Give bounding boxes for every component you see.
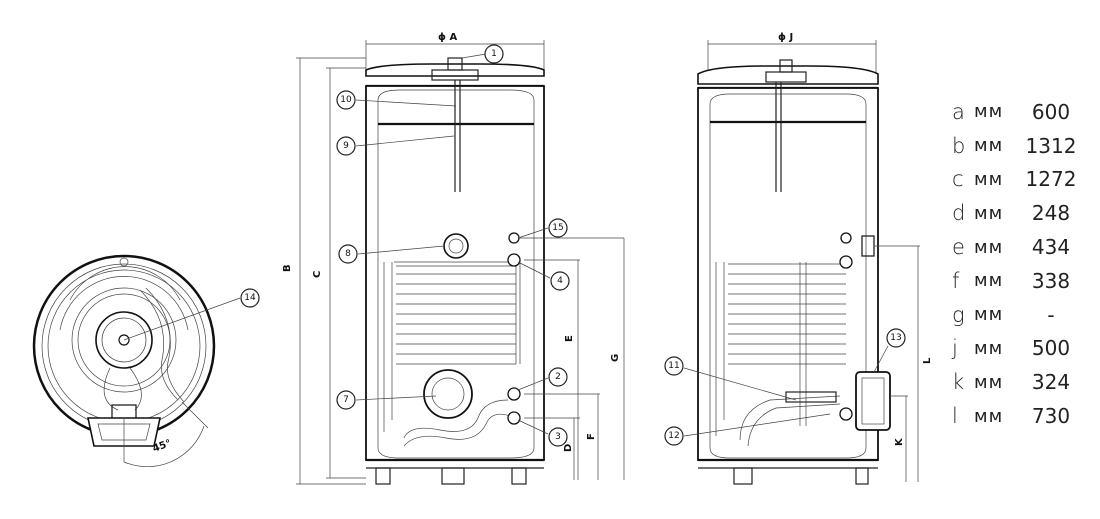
svg-text:14: 14 bbox=[244, 293, 256, 303]
svg-text:1: 1 bbox=[491, 49, 497, 59]
spec-key: f bbox=[952, 268, 960, 293]
svg-text:7: 7 bbox=[343, 395, 349, 405]
spec-unit: мм bbox=[974, 101, 1004, 123]
svg-text:2: 2 bbox=[555, 372, 561, 382]
svg-text:11: 11 bbox=[668, 361, 679, 371]
spec-value: 1272 bbox=[1025, 167, 1077, 192]
spec-key: j bbox=[952, 336, 958, 361]
dim-e-label: E bbox=[564, 335, 575, 342]
svg-text:10: 10 bbox=[340, 95, 352, 105]
spec-value: 434 bbox=[1031, 235, 1071, 260]
spec-value: 730 bbox=[1031, 404, 1071, 429]
dim-d-label: D bbox=[563, 444, 574, 452]
callout-9: 9 bbox=[336, 136, 356, 156]
spec-unit: мм bbox=[974, 202, 1004, 224]
spec-value: 248 bbox=[1031, 201, 1071, 226]
top-view: 45° bbox=[32, 254, 241, 468]
svg-text:9: 9 bbox=[343, 141, 349, 151]
callout-1: 1 bbox=[484, 44, 504, 64]
spec-value: 600 bbox=[1031, 99, 1071, 124]
spec-key: k bbox=[952, 370, 965, 395]
callout-4: 4 bbox=[550, 271, 570, 291]
spec-unit: мм bbox=[974, 135, 1004, 157]
svg-text:8: 8 bbox=[345, 249, 351, 259]
svg-text:15: 15 bbox=[552, 223, 563, 233]
spec-key: c bbox=[952, 167, 964, 192]
spec-unit: мм bbox=[974, 371, 1004, 393]
spec-key: e bbox=[952, 235, 965, 260]
svg-text:3: 3 bbox=[555, 432, 561, 442]
spec-key: l bbox=[952, 404, 958, 429]
side-view: ϕ J bbox=[683, 32, 933, 485]
spec-value: 324 bbox=[1031, 370, 1071, 395]
spec-value: - bbox=[1047, 302, 1055, 327]
callout-14: 14 bbox=[240, 288, 260, 308]
spec-key: g bbox=[952, 302, 965, 327]
dim-f-label: F bbox=[586, 433, 597, 440]
spec-value: 1312 bbox=[1025, 133, 1077, 158]
callout-10: 10 bbox=[336, 90, 356, 110]
callout-8: 8 bbox=[338, 244, 358, 264]
spec-key: d bbox=[952, 201, 966, 226]
dim-g-label: G bbox=[610, 354, 621, 362]
dim-l-label: L bbox=[922, 357, 933, 364]
dim-k-label: K bbox=[894, 437, 905, 446]
callout-11: 11 bbox=[664, 356, 684, 376]
spec-unit: мм bbox=[974, 168, 1004, 190]
dim-c-label: C bbox=[312, 271, 323, 278]
spec-unit: мм bbox=[974, 405, 1004, 427]
spec-value: 338 bbox=[1031, 268, 1071, 293]
svg-text:13: 13 bbox=[890, 333, 901, 343]
spec-unit: мм bbox=[974, 304, 1004, 326]
dim-j-label: ϕ J bbox=[778, 32, 793, 43]
spec-key: a bbox=[952, 99, 965, 124]
callout-12: 12 bbox=[664, 426, 684, 446]
dim-b-label: B bbox=[282, 264, 293, 272]
callout-7: 7 bbox=[336, 390, 356, 410]
spec-key: b bbox=[952, 133, 966, 158]
svg-text:4: 4 bbox=[557, 276, 563, 286]
spec-unit: мм bbox=[974, 337, 1004, 359]
dim-a-label: ϕ A bbox=[438, 32, 457, 43]
spec-unit: мм bbox=[974, 270, 1004, 292]
front-section-view: ϕ A bbox=[282, 32, 625, 485]
callout-13: 13 bbox=[886, 328, 906, 348]
svg-text:12: 12 bbox=[668, 431, 679, 441]
callout-3: 3 bbox=[548, 427, 568, 447]
spec-value: 500 bbox=[1031, 336, 1071, 361]
callout-15: 15 bbox=[548, 218, 568, 238]
spec-unit: мм bbox=[974, 236, 1004, 258]
callout-2: 2 bbox=[548, 367, 568, 387]
